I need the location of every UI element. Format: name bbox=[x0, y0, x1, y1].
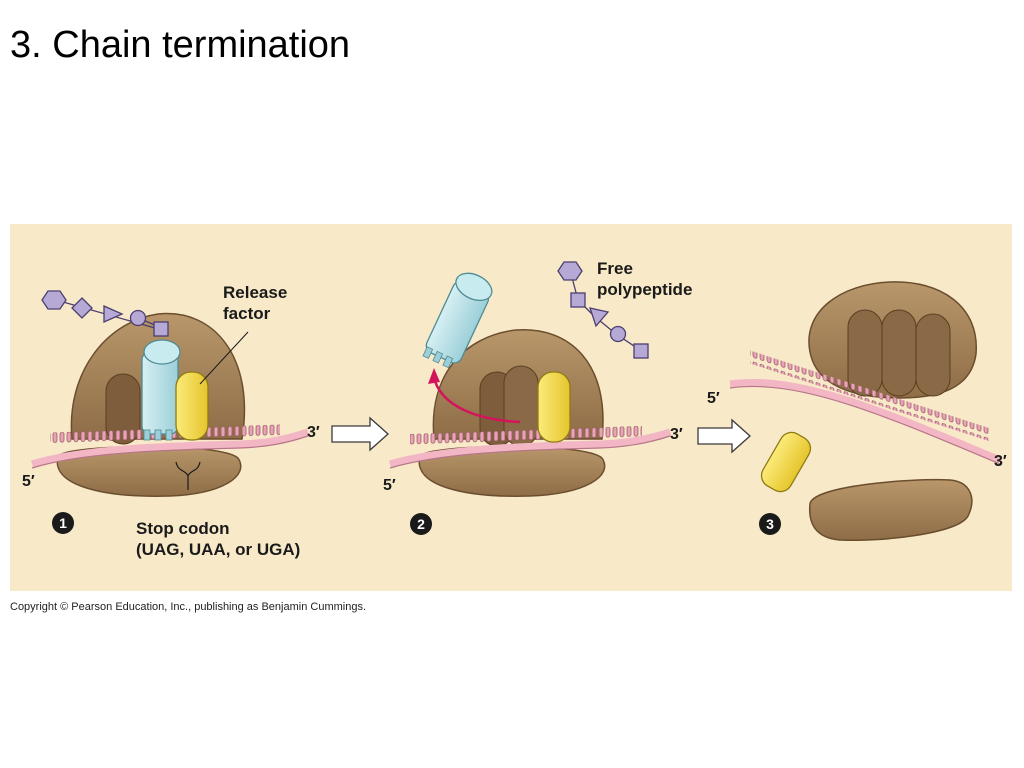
small-subunit-3 bbox=[808, 478, 973, 542]
strand-end-label: 5′ bbox=[383, 477, 396, 494]
release-factor-2 bbox=[537, 371, 571, 443]
hexagon-icon bbox=[41, 290, 67, 310]
step-number: 2 bbox=[417, 516, 425, 532]
stop-codon-label-line-1: Stop codon bbox=[136, 519, 229, 538]
trna-1 bbox=[141, 339, 181, 441]
step-3-scene: 5′ 3′ 3 bbox=[707, 281, 1007, 542]
stop-codon-label-line-2: (UAG, UAA, or UGA) bbox=[136, 540, 300, 559]
hexagon-icon bbox=[557, 261, 583, 281]
triangle-icon bbox=[589, 307, 610, 328]
square-icon bbox=[570, 292, 586, 308]
step-1-scene: Release factor Stop codon (UAG, UAA, or … bbox=[22, 283, 320, 559]
strand-end-label: 3′ bbox=[307, 424, 320, 441]
step-2-scene: Free polypeptide 3′ 5′ 2 bbox=[383, 259, 692, 535]
strand-end-label: 5′ bbox=[22, 473, 35, 490]
step-2-badge bbox=[410, 513, 432, 535]
curved-arrow-icon bbox=[432, 377, 521, 424]
release-factor-label-line-2: factor bbox=[223, 304, 271, 323]
square-icon bbox=[153, 321, 169, 337]
release-factor-label: Release factor bbox=[223, 283, 292, 323]
free-polypeptide-label-line-2: polypeptide bbox=[597, 280, 692, 299]
mrna-strand-2 bbox=[388, 423, 672, 469]
trna-2 bbox=[422, 272, 493, 369]
right-arrow-icon bbox=[331, 416, 389, 452]
free-polypeptide-label-line-1: Free bbox=[597, 259, 633, 278]
strand-end-label: 5′ bbox=[707, 390, 720, 407]
free-polypeptide-label: Free polypeptide bbox=[597, 259, 692, 299]
circle-icon bbox=[129, 309, 147, 327]
page-title: 3. Chain termination bbox=[10, 24, 351, 66]
release-factor-1 bbox=[175, 371, 209, 441]
mrna-strand-3 bbox=[729, 350, 1002, 465]
release-factor-3 bbox=[760, 431, 812, 493]
step-1-badge bbox=[52, 512, 74, 534]
triangle-icon bbox=[103, 304, 124, 324]
strand-end-label: 3′ bbox=[994, 453, 1007, 470]
strand-end-label: 3′ bbox=[670, 426, 683, 443]
stop-codon-bracket bbox=[175, 461, 201, 490]
copyright-notice: Copyright © Pearson Education, Inc., pub… bbox=[10, 601, 367, 613]
chain-termination-figure: Release factor Stop codon (UAG, UAA, or … bbox=[10, 224, 1012, 591]
release-factor-label-line-1: Release bbox=[223, 283, 287, 302]
right-arrow-icon bbox=[697, 418, 751, 454]
step-number: 1 bbox=[59, 515, 67, 531]
stop-codon-label: Stop codon (UAG, UAA, or UGA) bbox=[136, 519, 300, 559]
square-icon bbox=[633, 343, 649, 359]
circle-icon bbox=[609, 325, 627, 343]
step-number: 3 bbox=[766, 516, 774, 532]
free-polypeptide bbox=[557, 261, 649, 359]
polypeptide-1 bbox=[41, 290, 169, 337]
diamond-icon bbox=[71, 297, 93, 319]
figure-diagram: Release factor Stop codon (UAG, UAA, or … bbox=[22, 259, 1007, 559]
step-3-badge bbox=[759, 513, 781, 535]
